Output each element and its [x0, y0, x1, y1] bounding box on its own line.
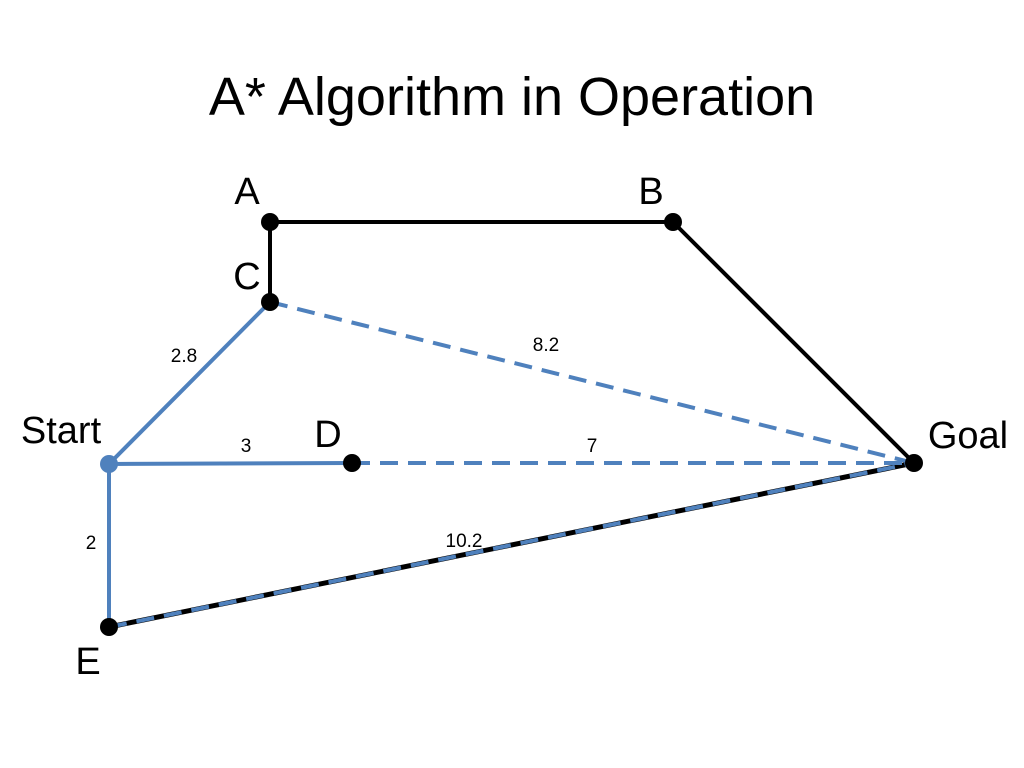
node-label-d: D: [314, 414, 341, 456]
edge-e-goal-heuristic: [108, 461, 915, 629]
node-goal: [905, 454, 923, 472]
edge-label-c-goal: 8.2: [533, 335, 559, 356]
edge-b-goal: [671, 220, 916, 465]
node-label-start: Start: [21, 410, 102, 452]
edge-start-d: [108, 461, 353, 466]
slide-title: A* Algorithm in Operation: [208, 67, 816, 127]
node-d: [343, 454, 361, 472]
node-b: [664, 213, 682, 231]
node-label-a: A: [234, 171, 260, 213]
edge-label-start-c: 2.8: [171, 346, 197, 367]
node-label-c: C: [233, 256, 260, 298]
node-label-goal: Goal: [928, 415, 1008, 457]
node-label-e: E: [75, 641, 100, 683]
edge-start-c: [107, 300, 272, 466]
edge-label-start-d: 3: [241, 436, 252, 457]
node-label-b: B: [638, 171, 663, 213]
edge-label-e-goal: 10.2: [446, 531, 483, 552]
node-a: [261, 213, 279, 231]
node-start: [100, 455, 118, 473]
node-e: [100, 618, 118, 636]
edge-label-d-goal: 7: [587, 436, 598, 457]
edge-label-start-e: 2: [86, 533, 97, 554]
node-c: [261, 293, 279, 311]
